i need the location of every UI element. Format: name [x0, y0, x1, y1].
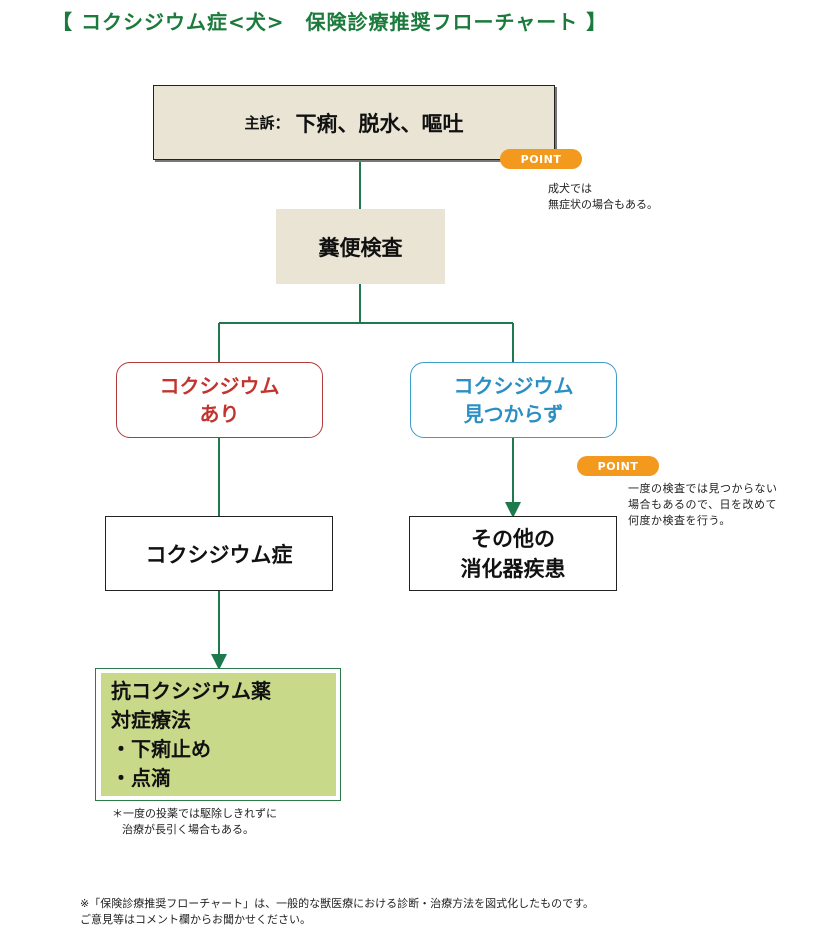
- result-positive-box: コクシジウム あり: [116, 362, 323, 438]
- chief-complaint-box: 主訴： 下痢、脱水、嘔吐: [153, 85, 555, 160]
- result-negative-box: コクシジウム 見つからず: [410, 362, 617, 438]
- point-badge-2: POINT: [577, 456, 659, 476]
- point-badge-1: POINT: [500, 149, 582, 169]
- point-note-1: 成犬では 無症状の場合もある。: [548, 182, 658, 211]
- treatment-note: ＊一度の投薬では駆除しきれずに 治療が長引く場合もある。: [112, 807, 277, 836]
- stool-test-box: 糞便検査: [276, 209, 445, 284]
- diagnosis-other-box: その他の 消化器疾患: [409, 516, 617, 591]
- complaint-label: 主訴：: [244, 114, 290, 132]
- diagnosis-coccidiosis-box: コクシジウム症: [105, 516, 333, 591]
- page-title: 【 コクシジウム症<犬> 保険診療推奨フローチャート 】: [52, 10, 608, 34]
- point-note-2: 一度の検査では見つからない 場合もあるので、日を改めて 何度か検査を行う。: [628, 482, 778, 527]
- treatment-box: 抗コクシジウム薬 対症療法 ・下痢止め ・点滴: [101, 673, 336, 796]
- footer-note: ※「保険診療推奨フローチャート」は、一般的な獣医療における診断・治療方法を図式化…: [80, 897, 595, 926]
- complaint-text: 下痢、脱水、嘔吐: [295, 111, 464, 136]
